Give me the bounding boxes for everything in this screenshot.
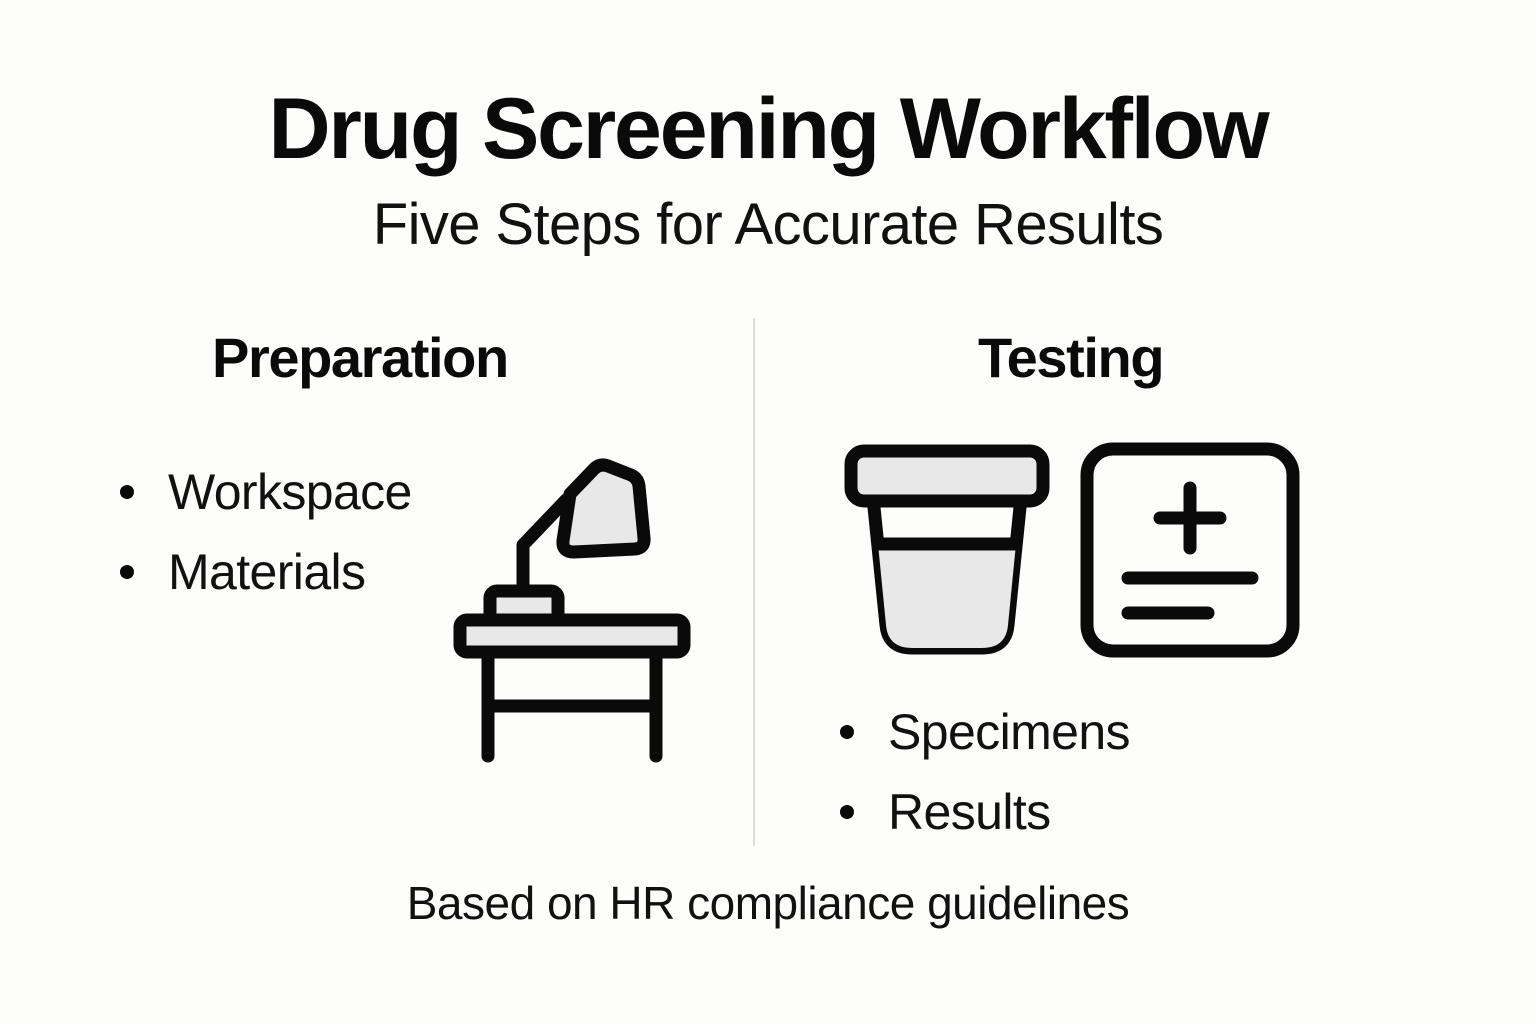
desk-lamp-icon xyxy=(448,438,696,773)
desk-lamp-svg xyxy=(453,458,691,763)
result-card-icon xyxy=(1078,440,1302,665)
page-title: Drug Screening Workflow xyxy=(268,81,1269,177)
cup-lid-shape xyxy=(844,444,1050,508)
bullet-list-preparation: Workspace Materials xyxy=(120,452,412,612)
card-outline-shape xyxy=(1080,442,1300,658)
list-item-label: Results xyxy=(888,784,1051,840)
bullet-dot-icon xyxy=(840,805,854,819)
result-card-svg xyxy=(1080,442,1300,658)
lamp-arm-shape xyxy=(516,493,573,603)
list-item: Workspace xyxy=(120,452,412,532)
cup-liquid-fill xyxy=(878,544,1016,648)
specimen-cup-icon xyxy=(838,440,1056,670)
column-divider xyxy=(753,318,755,846)
desk-top-shape xyxy=(453,613,691,659)
column-heading-preparation: Preparation xyxy=(212,326,509,389)
bullet-list-testing: Specimens Results xyxy=(840,692,1131,852)
list-item: Results xyxy=(840,772,1130,852)
list-item-label: Specimens xyxy=(888,704,1131,760)
list-item-label: Materials xyxy=(168,544,366,600)
specimen-cup-svg xyxy=(844,444,1050,655)
column-heading-testing: Testing xyxy=(978,326,1165,389)
page-subtitle: Five Steps for Accurate Results xyxy=(372,192,1164,257)
footer-note: Based on HR compliance guidelines xyxy=(406,877,1130,929)
list-item: Materials xyxy=(120,532,412,612)
bullet-dot-icon xyxy=(840,725,854,739)
list-item-label: Workspace xyxy=(168,464,412,520)
bullet-dot-icon xyxy=(120,565,134,579)
lamp-shade-shape xyxy=(556,458,651,559)
list-item: Specimens xyxy=(840,692,1131,772)
bullet-dot-icon xyxy=(120,485,134,499)
